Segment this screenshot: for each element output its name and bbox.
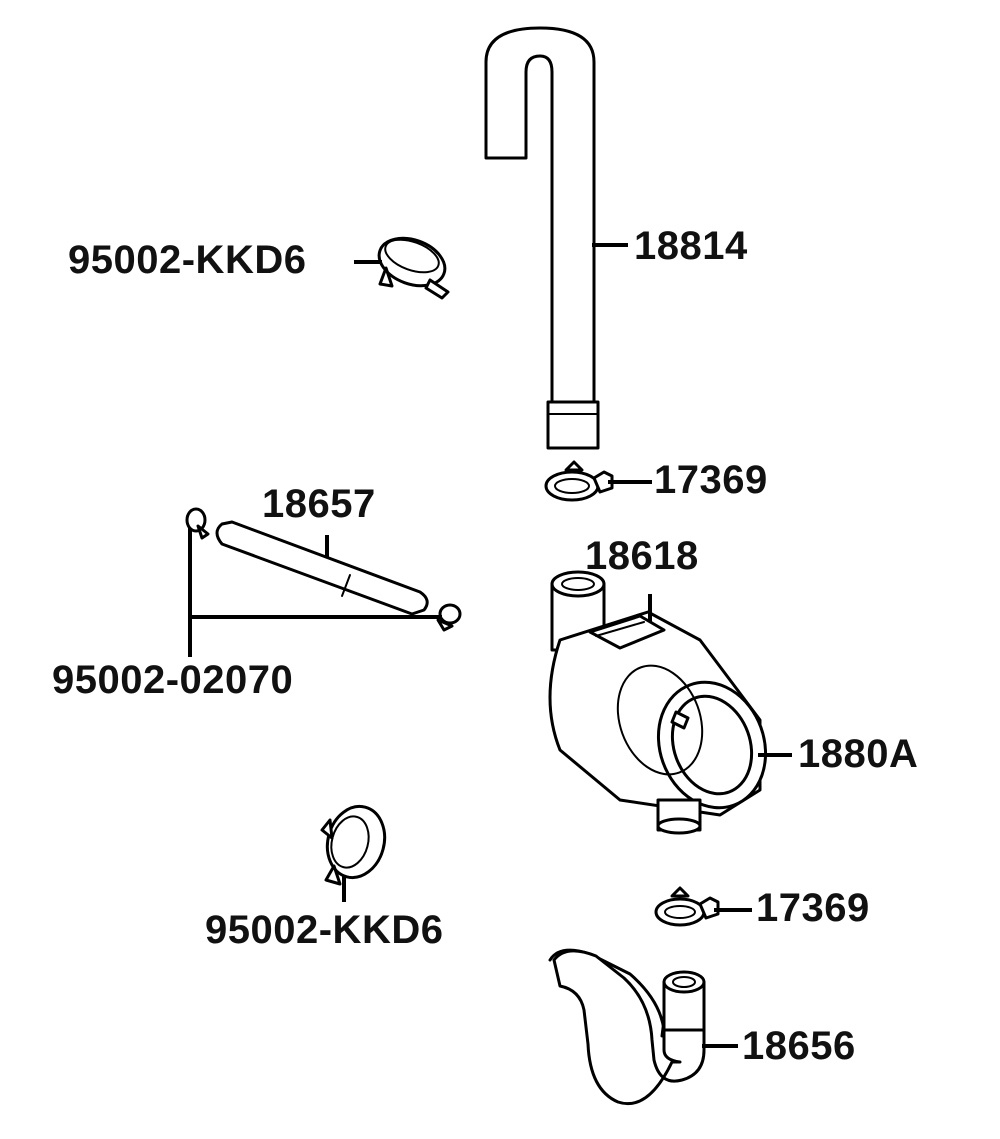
clip-upper <box>544 460 614 502</box>
leader-lines <box>188 243 792 1048</box>
valve-assembly-1880A <box>548 570 768 835</box>
clamp-upper-left <box>377 236 450 300</box>
label-18618: 18618 <box>585 534 699 578</box>
hose-18814 <box>484 26 600 450</box>
hose-18656 <box>548 948 706 1105</box>
label-18656: 18656 <box>742 1024 856 1068</box>
label-18657: 18657 <box>262 482 376 526</box>
clamp-lower-left <box>320 804 387 886</box>
label-1880A: 1880A <box>798 732 919 776</box>
label-18814: 18814 <box>634 224 748 268</box>
label-17369-upper: 17369 <box>654 458 768 502</box>
clip-pair-02070 <box>185 507 462 632</box>
label-95002-kkd6-upper: 95002-KKD6 <box>68 238 307 282</box>
clip-lower <box>654 886 720 927</box>
tube-18657 <box>215 520 429 616</box>
label-95002-02070: 95002-02070 <box>52 658 294 702</box>
label-17369-lower: 17369 <box>756 886 870 930</box>
label-95002-kkd6-lower: 95002-KKD6 <box>205 908 444 952</box>
